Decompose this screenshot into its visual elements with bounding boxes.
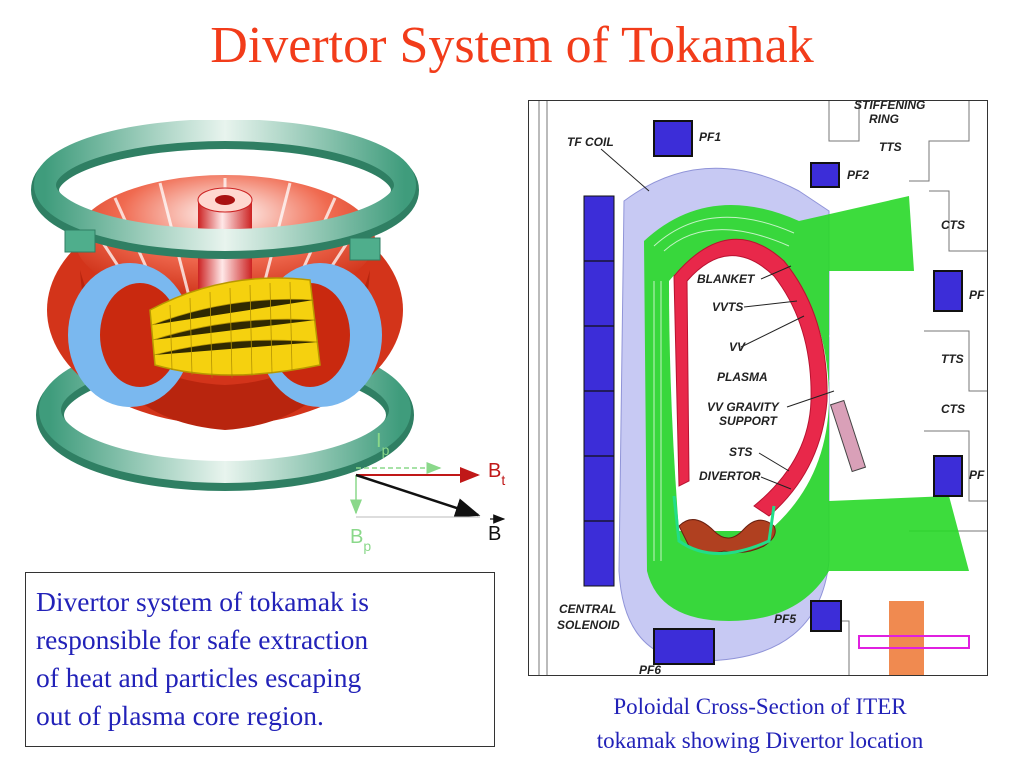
label-stiffening-ring-1: STIFFENING (854, 101, 925, 112)
slide-title: Divertor System of Tokamak (210, 17, 814, 74)
description-line-2: responsible for safe extraction (36, 624, 369, 655)
description-line-1: Divertor system of tokamak is (36, 586, 369, 617)
label-stiffening-ring-2: RING (869, 112, 899, 126)
divertor-cassette (678, 519, 776, 554)
top-ring (31, 120, 419, 261)
label-central-solenoid-2: SOLENOID (557, 618, 620, 632)
label-central-solenoid-1: CENTRAL (559, 602, 616, 616)
label-tf-coil: TF COIL (567, 135, 614, 149)
pf6-coil (653, 628, 715, 665)
label-vv-gravity-support-2: SUPPORT (719, 414, 778, 428)
label-pf-right-1: PF (969, 288, 985, 302)
label-cts-top: CTS (941, 218, 965, 232)
label-pf6: PF6 (639, 663, 661, 676)
label-sts: STS (729, 445, 752, 459)
iter-cross-section-diagram: STIFFENING RING PF1 PF2 TTS CTS PF TTS C… (538, 101, 987, 676)
description-line-3: of heat and particles escaping (36, 662, 362, 693)
label-vv: VV (729, 340, 746, 354)
label-tts-mid: TTS (941, 352, 964, 366)
b-label: B (488, 523, 501, 545)
pf2-coil (810, 162, 840, 188)
label-pf2: PF2 (847, 168, 869, 182)
pf-right-coil-2 (933, 455, 963, 497)
description-line-4: out of plasma core region. (36, 700, 324, 731)
label-vv-gravity-support-1: VV GRAVITY (707, 400, 780, 414)
label-cts-mid: CTS (941, 402, 965, 416)
label-blanket: BLANKET (697, 272, 756, 286)
label-pf1: PF1 (699, 130, 721, 144)
description-box: Divertor system of tokamak is responsibl… (25, 572, 495, 747)
field-vector-diagram: Ip Bt Bp B (350, 430, 505, 554)
label-pf5: PF5 (774, 612, 796, 626)
caption-line-2: tokamak showing Divertor location (596, 728, 924, 753)
pf1-coil (653, 120, 693, 157)
bt-label: Bt (488, 460, 505, 488)
ip-label: Ip (376, 430, 390, 458)
label-plasma: PLASMA (717, 370, 768, 384)
pf5-coil (810, 600, 842, 632)
figure-caption: Poloidal Cross-Section of ITER tokamak s… (530, 690, 990, 758)
bp-label: Bp (350, 526, 371, 554)
tokamak-3d-illustration (31, 120, 419, 491)
label-pf-right-2: PF (969, 468, 985, 482)
label-vvts: VVTS (712, 300, 743, 314)
iter-cross-section-frame: STIFFENING RING PF1 PF2 TTS CTS PF TTS C… (528, 100, 988, 676)
label-tts-top: TTS (879, 140, 902, 154)
caption-line-1: Poloidal Cross-Section of ITER (613, 694, 907, 719)
label-divertor: DIVERTOR (699, 469, 761, 483)
b-arrow (355, 473, 481, 518)
pf-right-coil-1 (933, 270, 963, 312)
